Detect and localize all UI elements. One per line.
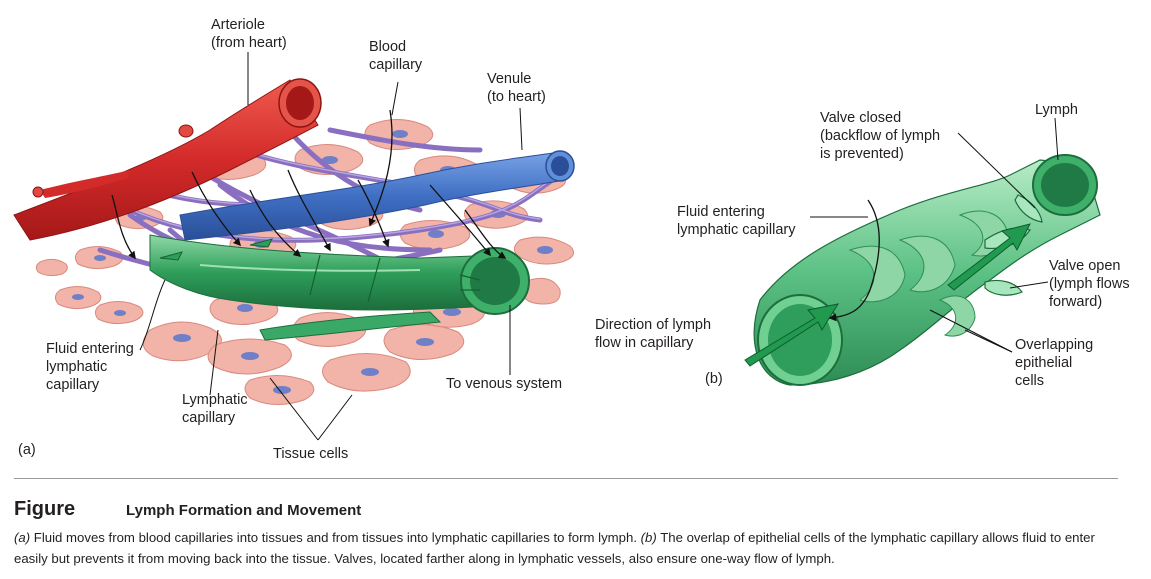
caption-divider	[14, 478, 1118, 479]
panel-b-tag: (b)	[705, 371, 723, 387]
panel-a-tag: (a)	[18, 442, 36, 458]
fluid-entry-arrow-b	[828, 199, 880, 322]
figure-caption: (a) Fluid moves from blood capillaries i…	[14, 527, 1124, 569]
label-valve-closed: Valve closed (backflow of lymph is preve…	[820, 110, 941, 162]
label-blood-capillary: Blood capillary	[369, 39, 423, 73]
label-tissue-cells: Tissue cells	[273, 446, 349, 462]
panel-a-illustration	[13, 52, 575, 441]
panel-b-illustration	[744, 117, 1101, 386]
leader-lines-b	[810, 117, 1059, 353]
label-to-venous-system: To venous system	[446, 376, 563, 392]
caption-b-tag: (b)	[640, 530, 657, 545]
label-lymphatic-capillary: Lymphatic capillary	[182, 392, 248, 426]
caption-a-tag: (a)	[14, 530, 31, 545]
illustration-canvas	[13, 52, 1101, 441]
caption-b-text: The overlap of epithelial cells of the l…	[14, 530, 1095, 566]
figure-word: Figure	[14, 498, 76, 520]
figure-title: Lymph Formation and Movement	[126, 502, 362, 519]
fluid-flow-arrows-a	[111, 109, 507, 260]
lymphatic-capillary-a	[149, 234, 530, 341]
label-direction-of-flow: Direction of lymph flow in capillary	[595, 317, 712, 351]
label-overlapping-cells: Overlapping epithelial cells	[1015, 337, 1094, 389]
label-fluid-entering-b: Fluid entering lymphatic capillary	[677, 204, 796, 238]
label-arteriole: Arteriole (from heart)	[211, 17, 287, 51]
venule	[179, 150, 575, 241]
caption-a-text: Fluid moves from blood capillaries into …	[30, 530, 641, 545]
label-venule: Venule (to heart)	[487, 71, 546, 105]
label-fluid-entering-a: Fluid entering lymphatic capillary	[46, 341, 134, 393]
label-valve-open: Valve open (lymph flows forward)	[1049, 258, 1130, 310]
lymph-flow-arrows-b	[744, 223, 1031, 367]
label-lymph: Lymph	[1035, 102, 1078, 118]
arteriole	[13, 78, 322, 241]
leader-lines-a	[139, 52, 523, 441]
